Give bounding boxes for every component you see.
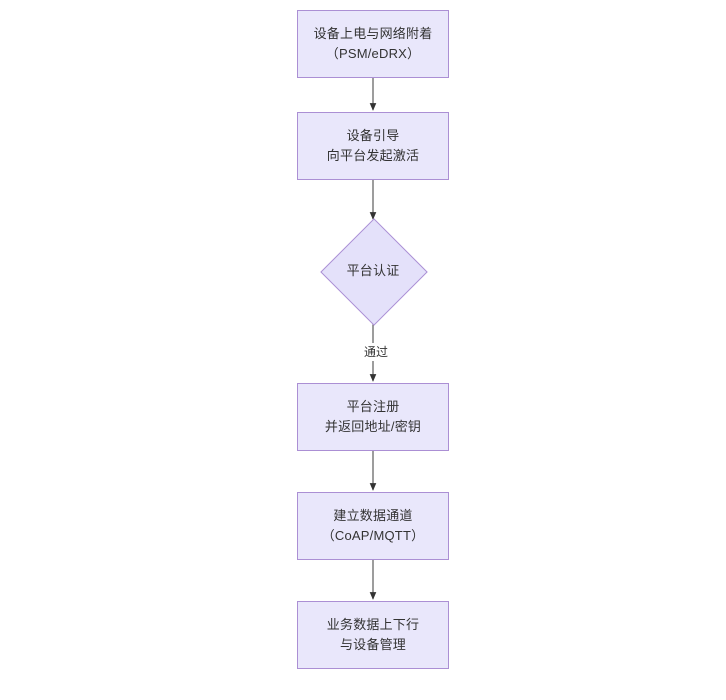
- device-power-on-line-1: 设备上电与网络附着: [313, 26, 433, 41]
- platform-registration-node[interactable]: 平台注册 并返回地址/密钥: [297, 383, 449, 451]
- data-channel-setup-line-1: 建立数据通道: [333, 508, 413, 523]
- device-bootstrap-node[interactable]: 设备引导 向平台发起激活: [297, 112, 449, 180]
- platform-registration-line-2: 并返回地址/密钥: [324, 419, 422, 434]
- device-bootstrap-line-2: 向平台发起激活: [326, 148, 420, 163]
- business-data-line-2: 与设备管理: [339, 637, 406, 652]
- platform-registration-line-1: 平台注册: [346, 399, 400, 414]
- business-data-node[interactable]: 业务数据上下行 与设备管理: [297, 601, 449, 669]
- device-power-on-node[interactable]: 设备上电与网络附着 （PSM/eDRX）: [297, 10, 449, 78]
- device-power-on-line-2: （PSM/eDRX）: [325, 46, 421, 61]
- device-bootstrap-line-1: 设备引导: [346, 128, 400, 143]
- edge-label-pass: 通过: [355, 343, 397, 361]
- platform-authentication-node[interactable]: 平台认证: [297, 195, 449, 347]
- data-channel-setup-node[interactable]: 建立数据通道 （CoAP/MQTT）: [297, 492, 449, 560]
- platform-authentication-label: 平台认证: [346, 263, 400, 278]
- data-channel-setup-line-2: （CoAP/MQTT）: [321, 528, 425, 543]
- business-data-line-1: 业务数据上下行: [326, 617, 420, 632]
